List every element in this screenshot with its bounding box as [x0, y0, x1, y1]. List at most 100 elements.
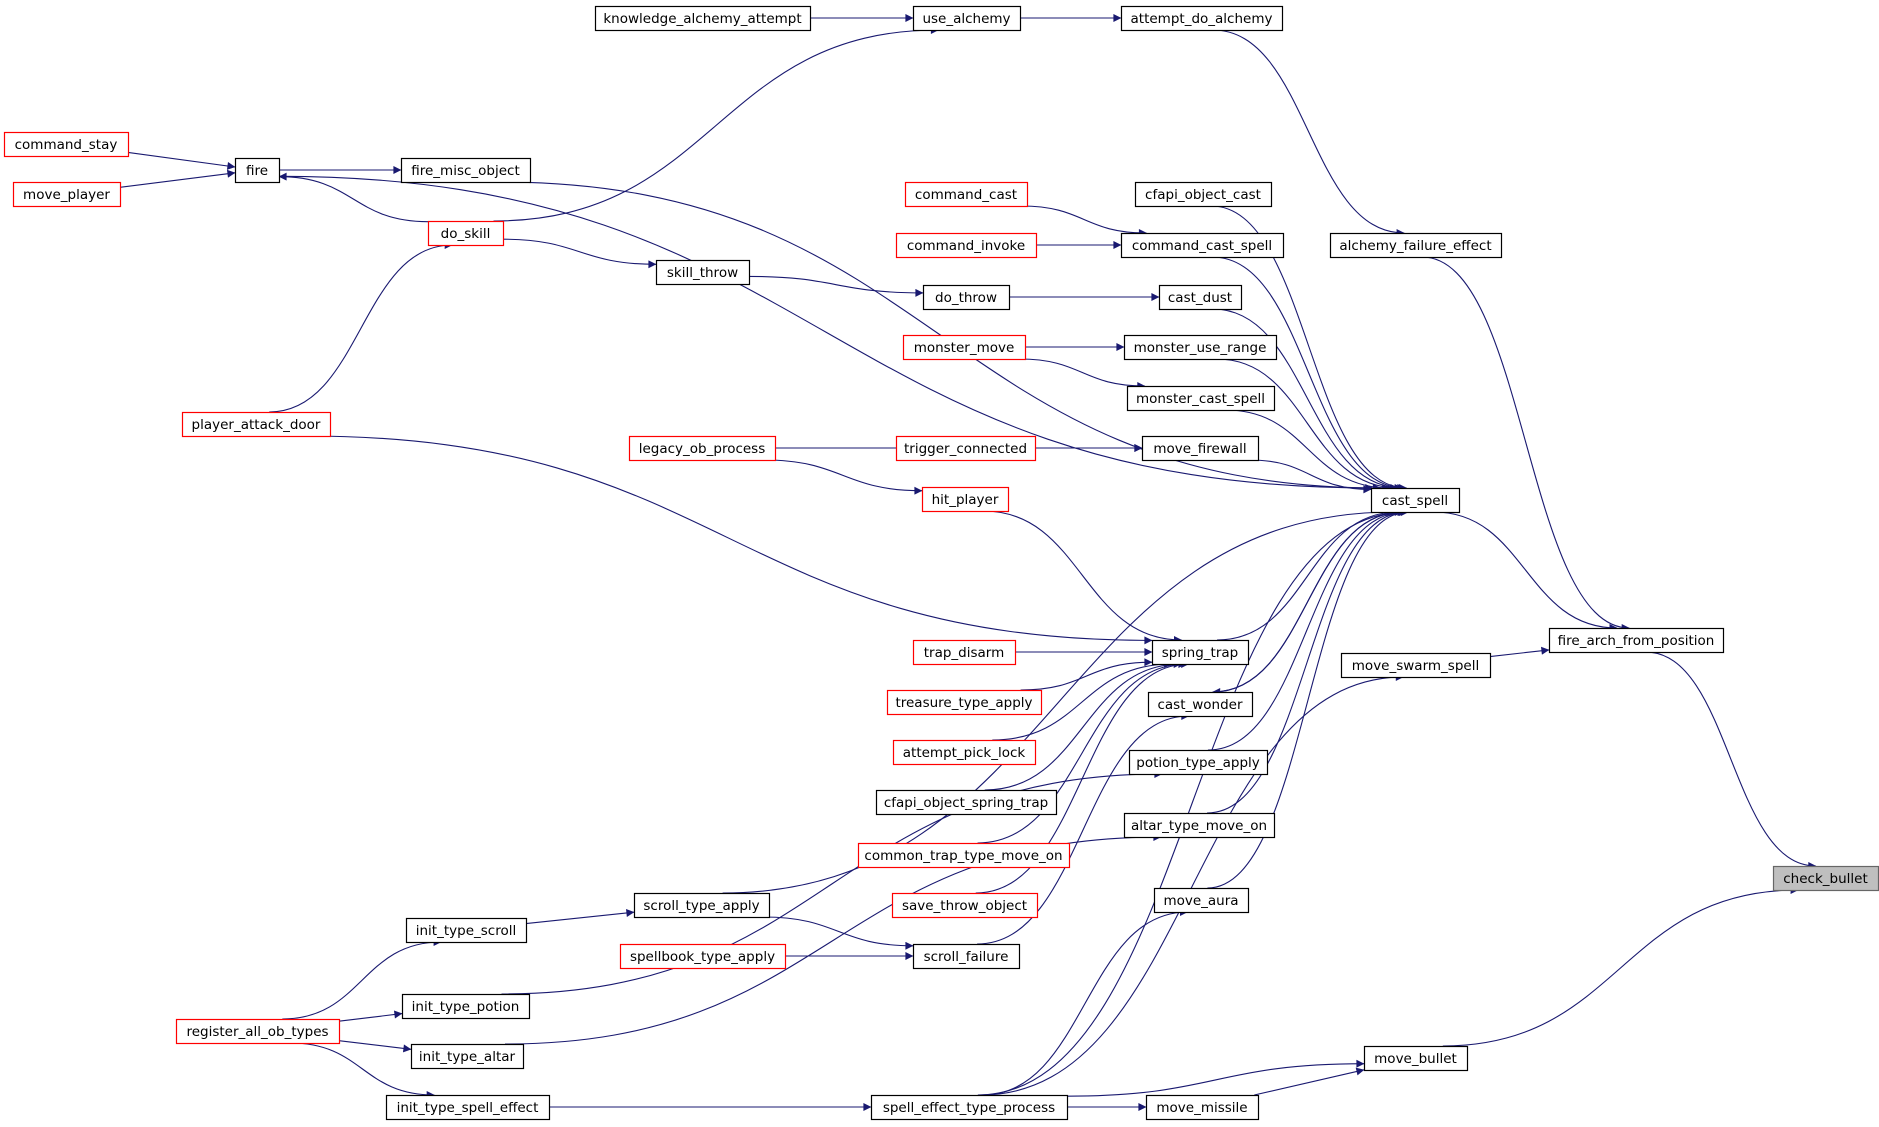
node-box[interactable]: [12, 181, 122, 208]
node-box[interactable]: [594, 5, 812, 32]
node-register_all_ob_types[interactable]: register_all_ob_types: [175, 1018, 341, 1045]
node-trap_disarm[interactable]: trap_disarm: [912, 639, 1017, 666]
node-box[interactable]: [1123, 812, 1276, 839]
node-box[interactable]: [401, 993, 531, 1020]
node-move_missile[interactable]: move_missile: [1145, 1094, 1260, 1121]
node-box[interactable]: [886, 689, 1043, 716]
node-spellbook_type_apply[interactable]: spellbook_type_apply: [619, 943, 787, 970]
node-legacy_ob_process[interactable]: legacy_ob_process: [628, 435, 777, 462]
node-box[interactable]: [891, 892, 1039, 919]
node-box[interactable]: [902, 334, 1027, 361]
node-init_type_spell_effect[interactable]: init_type_spell_effect: [385, 1094, 551, 1121]
node-common_trap_type_move_on[interactable]: common_trap_type_move_on: [857, 842, 1071, 869]
node-move_firewall[interactable]: move_firewall: [1141, 435, 1260, 462]
node-scroll_type_apply[interactable]: scroll_type_apply: [633, 892, 771, 919]
node-box[interactable]: [405, 917, 528, 944]
node-init_type_altar[interactable]: init_type_altar: [410, 1043, 525, 1070]
node-fire_arch_from_position[interactable]: fire_arch_from_position: [1548, 627, 1725, 654]
node-treasure_type_apply[interactable]: treasure_type_apply: [886, 689, 1043, 716]
node-cast_dust[interactable]: cast_dust: [1158, 284, 1243, 311]
node-box[interactable]: [892, 739, 1037, 766]
node-attempt_do_alchemy[interactable]: attempt_do_alchemy: [1120, 5, 1284, 32]
node-box[interactable]: [400, 157, 532, 184]
node-box[interactable]: [1158, 284, 1243, 311]
node-move_bullet[interactable]: move_bullet: [1363, 1045, 1469, 1072]
node-fire_misc_object[interactable]: fire_misc_object: [400, 157, 532, 184]
node-do_throw[interactable]: do_throw: [922, 284, 1011, 311]
node-cfapi_object_spring_trap[interactable]: cfapi_object_spring_trap: [875, 789, 1058, 816]
node-command_cast[interactable]: command_cast: [904, 181, 1029, 208]
node-box[interactable]: [870, 1094, 1069, 1121]
node-box[interactable]: [904, 181, 1029, 208]
node-box[interactable]: [1120, 5, 1284, 32]
node-box[interactable]: [628, 435, 777, 462]
node-potion_type_apply[interactable]: potion_type_apply: [1128, 749, 1269, 776]
node-cast_wonder[interactable]: cast_wonder: [1147, 691, 1254, 718]
node-box[interactable]: [175, 1018, 341, 1045]
node-box[interactable]: [181, 411, 332, 438]
node-box[interactable]: [1128, 749, 1269, 776]
node-spell_effect_type_process[interactable]: spell_effect_type_process: [870, 1094, 1069, 1121]
node-box[interactable]: [410, 1043, 525, 1070]
node-init_type_potion[interactable]: init_type_potion: [401, 993, 531, 1020]
node-monster_move[interactable]: monster_move: [902, 334, 1027, 361]
node-box[interactable]: [1772, 865, 1879, 892]
node-box[interactable]: [3, 131, 130, 158]
node-box[interactable]: [1363, 1045, 1469, 1072]
node-check_bullet[interactable]: check_bullet: [1772, 865, 1879, 892]
node-box[interactable]: [1134, 181, 1273, 208]
node-monster_use_range[interactable]: monster_use_range: [1123, 334, 1278, 361]
node-monster_cast_spell[interactable]: monster_cast_spell: [1126, 385, 1276, 412]
node-do_skill[interactable]: do_skill: [427, 220, 505, 247]
node-save_throw_object[interactable]: save_throw_object: [891, 892, 1039, 919]
node-skill_throw[interactable]: skill_throw: [655, 259, 751, 286]
node-box[interactable]: [912, 5, 1022, 32]
node-box[interactable]: [234, 157, 281, 184]
node-box[interactable]: [912, 943, 1021, 970]
node-move_aura[interactable]: move_aura: [1153, 887, 1250, 914]
node-altar_type_move_on[interactable]: altar_type_move_on: [1123, 812, 1276, 839]
node-trigger_connected[interactable]: trigger_connected: [895, 435, 1037, 462]
node-attempt_pick_lock[interactable]: attempt_pick_lock: [892, 739, 1037, 766]
node-box[interactable]: [1370, 487, 1461, 514]
node-box[interactable]: [1120, 232, 1285, 259]
node-cast_spell[interactable]: cast_spell: [1370, 487, 1461, 514]
node-box[interactable]: [633, 892, 771, 919]
node-move_player[interactable]: move_player: [12, 181, 122, 208]
node-box[interactable]: [1548, 627, 1725, 654]
node-use_alchemy[interactable]: use_alchemy: [912, 5, 1022, 32]
node-box[interactable]: [1340, 652, 1492, 679]
node-box[interactable]: [1145, 1094, 1260, 1121]
node-init_type_scroll[interactable]: init_type_scroll: [405, 917, 528, 944]
node-box[interactable]: [1151, 639, 1250, 666]
node-box[interactable]: [1141, 435, 1260, 462]
node-box[interactable]: [385, 1094, 551, 1121]
node-box[interactable]: [922, 284, 1011, 311]
node-scroll_failure[interactable]: scroll_failure: [912, 943, 1021, 970]
node-box[interactable]: [875, 789, 1058, 816]
node-box[interactable]: [1153, 887, 1250, 914]
node-box[interactable]: [427, 220, 505, 247]
node-box[interactable]: [921, 486, 1010, 513]
node-hit_player[interactable]: hit_player: [921, 486, 1010, 513]
node-box[interactable]: [895, 435, 1037, 462]
node-command_cast_spell[interactable]: command_cast_spell: [1120, 232, 1285, 259]
node-box[interactable]: [1126, 385, 1276, 412]
node-cfapi_object_cast[interactable]: cfapi_object_cast: [1134, 181, 1273, 208]
node-box[interactable]: [1123, 334, 1278, 361]
node-box[interactable]: [857, 842, 1071, 869]
node-box[interactable]: [1147, 691, 1254, 718]
node-fire[interactable]: fire: [234, 157, 281, 184]
node-box[interactable]: [1329, 232, 1503, 259]
node-command_stay[interactable]: command_stay: [3, 131, 130, 158]
node-spring_trap[interactable]: spring_trap: [1151, 639, 1250, 666]
node-knowledge_alchemy_attempt[interactable]: knowledge_alchemy_attempt: [594, 5, 812, 32]
node-box[interactable]: [912, 639, 1017, 666]
node-box[interactable]: [895, 232, 1038, 259]
node-alchemy_failure_effect[interactable]: alchemy_failure_effect: [1329, 232, 1503, 259]
node-box[interactable]: [655, 259, 751, 286]
node-player_attack_door[interactable]: player_attack_door: [181, 411, 332, 438]
node-command_invoke[interactable]: command_invoke: [895, 232, 1038, 259]
node-move_swarm_spell[interactable]: move_swarm_spell: [1340, 652, 1492, 679]
node-box[interactable]: [619, 943, 787, 970]
